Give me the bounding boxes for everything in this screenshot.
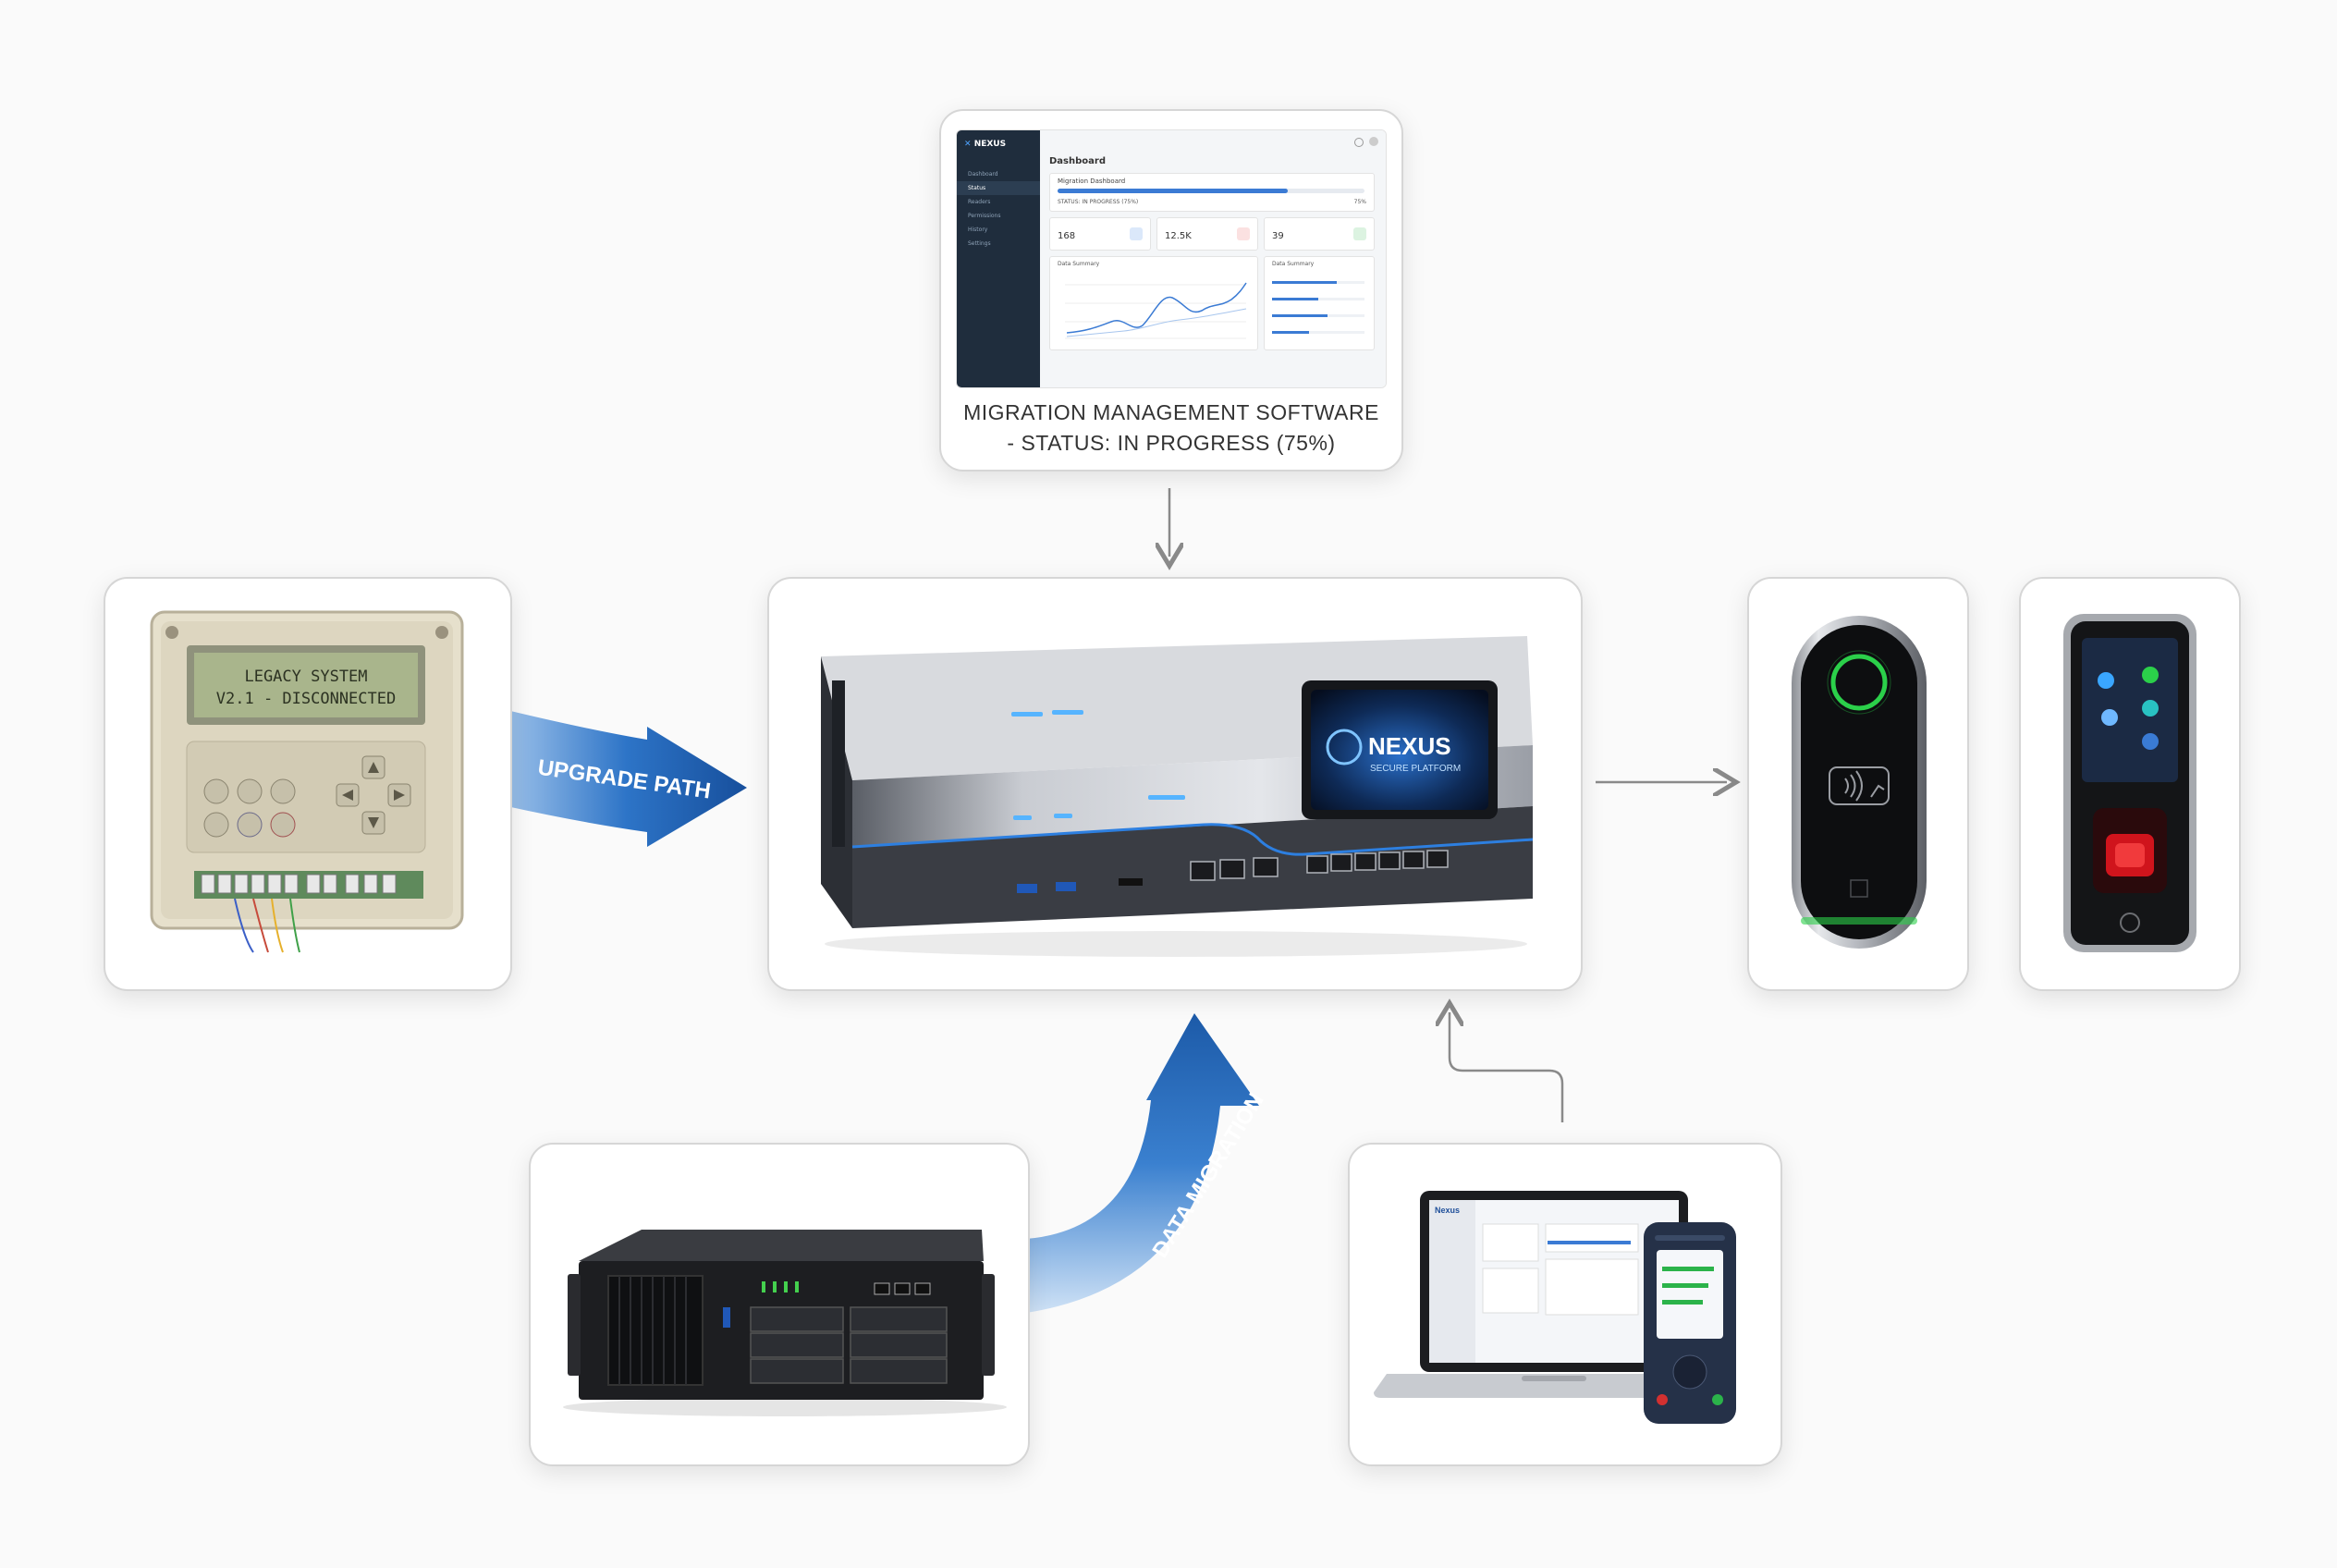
handheld-red-button — [1657, 1394, 1668, 1405]
legacy-lcd — [194, 653, 418, 717]
server-network-ports — [874, 1282, 931, 1295]
status-led — [1013, 815, 1032, 820]
stat-card-2: 12.5K — [1156, 217, 1258, 251]
data-migration-arrow: DATA MIGRATION — [1026, 1013, 1269, 1313]
card-reader — [1792, 616, 1927, 949]
progress-status: STATUS: IN PROGRESS (75%) — [1058, 199, 1139, 205]
dashboard-window: ✕ NEXUS Dashboard Status Readers Permiss… — [956, 129, 1387, 388]
nexus-controller: NEXUS SECURE PLATFORM — [821, 636, 1534, 957]
legacy-controller: LEGACY SYSTEM V2.1 - DISCONNECTED — [150, 610, 464, 953]
dashboard-sidebar: ✕ NEXUS Dashboard Status Readers Permiss… — [957, 130, 1040, 387]
stat-card-3: 39 — [1264, 217, 1375, 251]
ethernet-ports — [1190, 850, 1449, 881]
biometric-screen — [2082, 638, 2178, 782]
app-icon — [2098, 672, 2114, 689]
avatar[interactable] — [1369, 137, 1378, 146]
stat-icon-2 — [1237, 227, 1250, 240]
line-chart — [1065, 282, 1247, 339]
nfc-icon — [1829, 766, 1890, 805]
biometric-reader — [2063, 614, 2196, 952]
dashboard-title: Dashboard — [1049, 156, 1106, 166]
migration-software-card: ✕ NEXUS Dashboard Status Readers Permiss… — [939, 109, 1403, 472]
app-icon — [2142, 667, 2159, 683]
sidebar-item-readers[interactable]: Readers — [968, 199, 991, 205]
upgrade-path-arrow: UPGRADE PATH — [507, 710, 747, 847]
software-caption-line2: - STATUS: IN PROGRESS (75%) — [1007, 431, 1336, 455]
app-icon — [2142, 700, 2159, 717]
legacy-lcd-line2: V2.1 - DISCONNECTED — [216, 690, 396, 708]
rack-server — [563, 1230, 1007, 1416]
handheld-screen — [1657, 1250, 1723, 1339]
progress-title: Migration Dashboard — [1058, 178, 1126, 185]
laptop-and-handheld: Nexus — [1374, 1191, 1736, 1424]
sidebar-nav: Dashboard Status Readers Permissions His… — [957, 167, 1040, 251]
progress-panel: Migration Dashboard STATUS: IN PROGRESS … — [1049, 173, 1375, 212]
legacy-system-card: LEGACY SYSTEM V2.1 - DISCONNECTED — [104, 577, 512, 991]
summary-panel: Data Summary — [1264, 256, 1375, 350]
sidebar-item-dashboard[interactable]: Dashboard — [968, 171, 998, 178]
nexus-display-sub: SECURE PLATFORM — [1370, 764, 1461, 774]
status-ring-icon — [1830, 654, 1888, 711]
nexus-display-brand: NEXUS — [1368, 732, 1451, 760]
status-led — [1011, 712, 1043, 717]
summary-title: Data Summary — [1272, 261, 1315, 267]
screw-icon — [435, 626, 448, 639]
stat-icon-1 — [1130, 227, 1143, 240]
stat-card-1: 168 — [1049, 217, 1151, 251]
stat-value-1: 168 — [1058, 231, 1076, 241]
progress-track — [1058, 189, 1364, 193]
cancel-x-icon — [237, 812, 263, 838]
nexus-logo-icon: ✕ — [964, 140, 972, 149]
nexus-emblem-icon — [1326, 729, 1363, 766]
status-led — [1054, 814, 1072, 818]
dashboard-main: Dashboard Migration Dashboard STATUS: IN… — [1040, 130, 1386, 387]
keypad-button — [270, 778, 296, 804]
legacy-server-card — [529, 1143, 1030, 1466]
usb-ports — [1017, 878, 1143, 893]
chart-panel: Data Summary — [1049, 256, 1258, 350]
laptop-to-nexus-arrow — [1450, 1012, 1564, 1122]
app-icon — [2101, 709, 2118, 726]
handheld-nav-button — [1672, 1354, 1707, 1390]
nexus-logo: ✕ NEXUS — [964, 140, 1006, 149]
laptop-handheld-card: Nexus — [1348, 1143, 1782, 1466]
status-led — [1052, 710, 1083, 715]
progress-fill — [1058, 189, 1288, 193]
vent-grille — [607, 1275, 704, 1386]
bell-icon[interactable] — [1354, 138, 1364, 147]
nexus-display — [1311, 690, 1488, 810]
card-reader-card — [1747, 577, 1969, 991]
nexus-brand: NEXUS — [973, 140, 1007, 149]
sidebar-item-history[interactable]: History — [968, 227, 988, 233]
chart-title: Data Summary — [1058, 261, 1100, 267]
stat-value-3: 39 — [1272, 231, 1284, 241]
sidebar-item-settings[interactable]: Settings — [968, 240, 991, 247]
legacy-lcd-line1: LEGACY SYSTEM — [244, 668, 367, 686]
nexus-controller-card: NEXUS SECURE PLATFORM — [767, 577, 1583, 991]
handheld-green-button — [1712, 1394, 1723, 1405]
app-icon — [2142, 733, 2159, 750]
laptop-app-brand: Nexus — [1435, 1206, 1460, 1215]
keypad-button — [203, 778, 229, 804]
stat-icon-3 — [1353, 227, 1366, 240]
software-caption: MIGRATION MANAGEMENT SOFTWARE - STATUS: … — [941, 398, 1401, 459]
status-led — [1148, 795, 1185, 800]
sidebar-item-permissions[interactable]: Permissions — [968, 213, 1001, 219]
fingerprint-icon — [2120, 913, 2140, 933]
progress-percent: 75% — [1353, 199, 1366, 205]
server-leds — [762, 1281, 799, 1292]
drive-bays — [750, 1306, 948, 1384]
keypad-button — [203, 812, 229, 838]
screw-icon — [165, 626, 178, 639]
stat-value-2: 12.5K — [1165, 231, 1192, 241]
keypad-button — [237, 778, 263, 804]
sidebar-item-status[interactable]: Status — [957, 181, 1040, 195]
record-icon — [270, 812, 296, 838]
biometric-reader-card — [2019, 577, 2241, 991]
software-caption-line1: MIGRATION MANAGEMENT SOFTWARE — [963, 400, 1379, 424]
